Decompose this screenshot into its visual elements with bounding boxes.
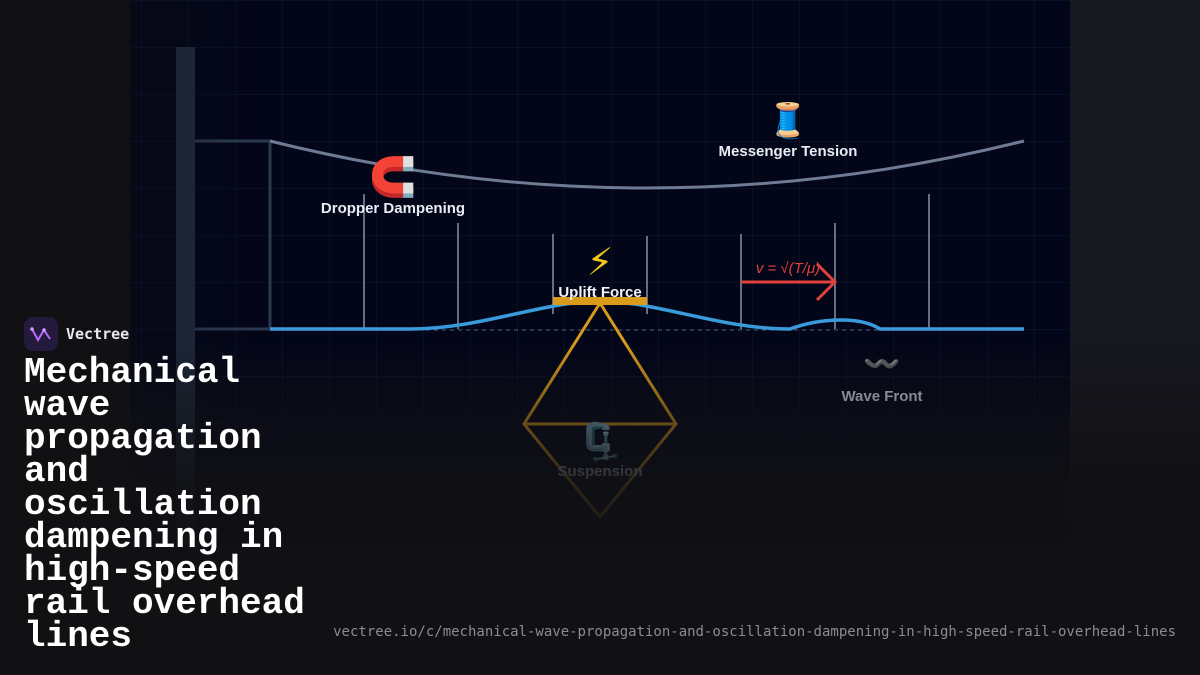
- messenger-tension-label: Messenger Tension: [719, 143, 858, 160]
- velocity-label: v = √(T/μ): [756, 260, 820, 277]
- wave-icon: 〰️: [863, 347, 900, 382]
- spool-icon: 🧵: [767, 101, 809, 141]
- page-url[interactable]: vectree.io/c/mechanical-wave-propagation…: [333, 624, 1176, 640]
- brand-name: Vectree: [66, 325, 130, 343]
- vectree-logo-icon: [24, 317, 58, 351]
- clamp-icon: 🗜️: [578, 421, 623, 463]
- lightning-icon: ⚡: [587, 240, 614, 284]
- dropper-dampening-label: Dropper Dampening: [321, 200, 465, 217]
- suspension-label: Suspension: [557, 463, 642, 480]
- brand[interactable]: Vectree: [24, 317, 129, 351]
- right-panel: [1070, 0, 1200, 675]
- wave-front-label: Wave Front: [841, 388, 922, 405]
- page-title: Mechanical wave propagation and oscillat…: [24, 352, 305, 657]
- uplift-force-label: Uplift Force: [558, 284, 641, 301]
- magnet-icon: 🧲: [369, 155, 416, 199]
